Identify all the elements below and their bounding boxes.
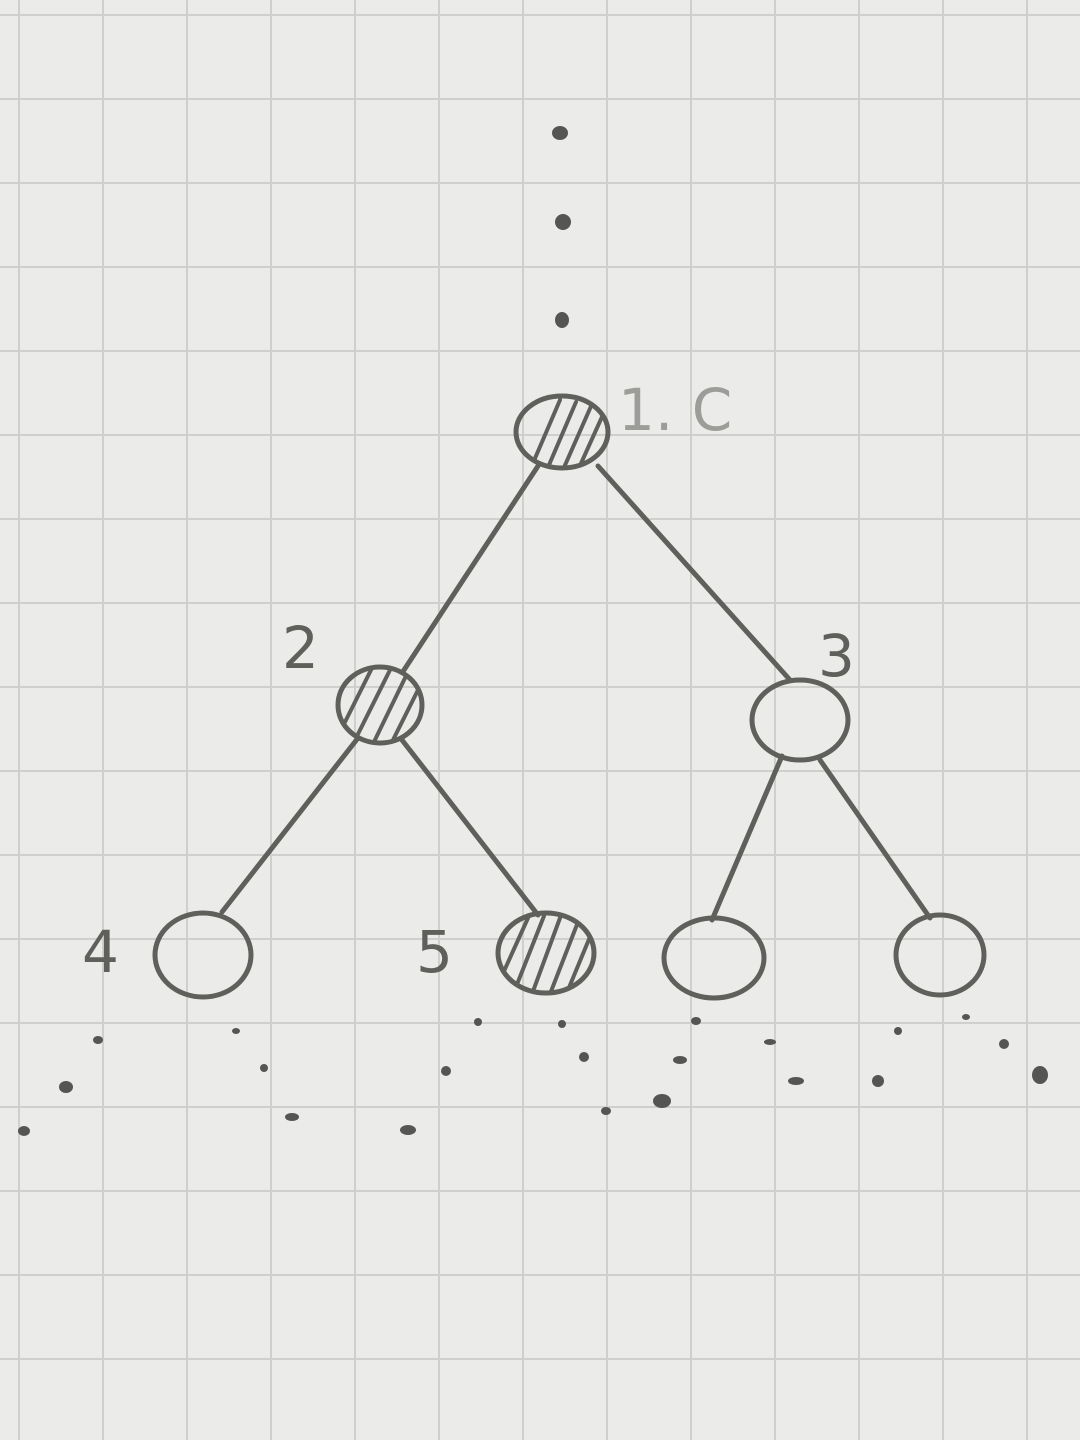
node-2-label: 2 (282, 614, 319, 682)
node-4-label: 4 (82, 918, 119, 986)
continuation-dots-below (18, 1014, 1048, 1136)
edge-1-3 (595, 463, 793, 683)
edge-2-5 (399, 737, 541, 918)
edge-2-4 (219, 735, 361, 915)
edge-3-6 (709, 753, 785, 923)
continuation-dots-above (552, 126, 571, 328)
node-2 (335, 664, 425, 746)
node-3-label: 3 (818, 622, 855, 690)
node-7 (893, 912, 987, 998)
node-1 (513, 393, 611, 471)
root-annotation: 1. C (618, 376, 732, 444)
node-3 (749, 677, 851, 763)
edge-3-7 (817, 757, 933, 921)
node-6 (661, 915, 767, 1001)
edge-1-2 (401, 463, 541, 673)
node-4 (152, 910, 254, 1000)
tree-edges (219, 463, 933, 923)
node-5-label: 5 (416, 918, 453, 986)
node-5 (495, 910, 597, 996)
